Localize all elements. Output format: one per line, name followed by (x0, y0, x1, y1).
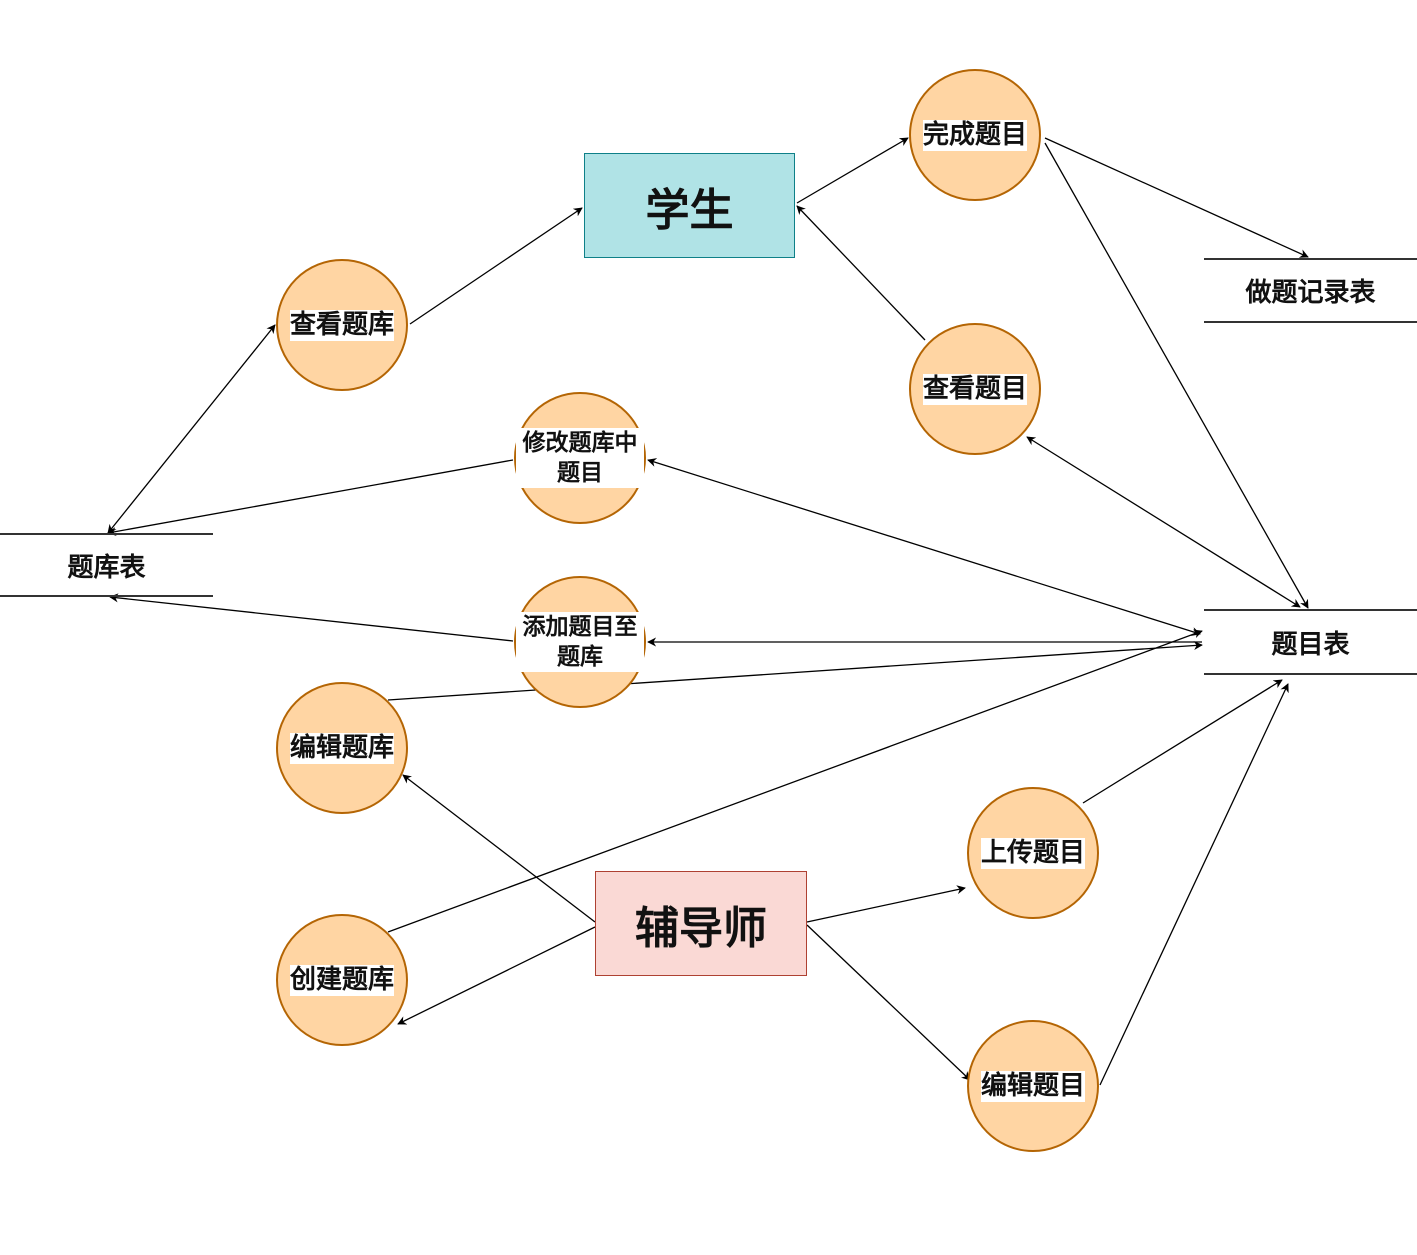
process-edit-bank: 编辑题库 (276, 682, 408, 814)
process-label: 完成题目 (922, 119, 1027, 151)
process-label: 上传题目 (980, 837, 1085, 869)
process-label: 添加题目至题库 (516, 612, 644, 672)
flow-complete-to-record (1044, 137, 1309, 258)
process-upload-question: 上传题目 (967, 787, 1099, 919)
flow-modify-to-bank-table (107, 459, 514, 536)
process-view-question: 查看题目 (909, 323, 1041, 455)
flow-create-bank-to-question-table (387, 629, 1203, 933)
store-question-table: 题目表 (1204, 609, 1417, 675)
flow-tutor-to-create-bank (397, 926, 596, 1025)
process-label: 创建题库 (289, 964, 394, 996)
flow-student-to-complete (796, 137, 909, 204)
flow-edit-bank-to-question-table (387, 641, 1203, 701)
process-add-question: 添加题目至题库 (514, 576, 646, 708)
process-complete-question: 完成题目 (909, 69, 1041, 201)
store-record-table: 做题记录表 (1204, 258, 1417, 323)
process-view-bank: 查看题库 (276, 259, 408, 391)
flow-bank-table-view-bank (107, 324, 276, 534)
flow-tutor-to-upload (806, 885, 966, 923)
tutor-entity: 辅导师 (595, 871, 807, 976)
flow-edit-question-to-question-table (1099, 683, 1289, 1086)
process-label: 编辑题目 (980, 1070, 1085, 1102)
process-modify-question: 修改题库中题目 (514, 392, 646, 524)
process-label: 修改题库中题目 (516, 428, 644, 488)
flow-tutor-to-edit-question (806, 924, 971, 1081)
flow-add-to-bank-table (109, 593, 514, 642)
flow-upload-to-question-table (1082, 679, 1283, 804)
flow-question-table-modify (647, 458, 1201, 636)
store-bank-table: 题库表 (0, 533, 213, 597)
process-edit-question: 编辑题目 (967, 1020, 1099, 1152)
flow-view-question-to-student (796, 205, 926, 341)
process-label: 编辑题库 (289, 732, 394, 764)
flow-view-bank-to-student (409, 207, 583, 325)
process-label: 查看题目 (922, 373, 1027, 405)
student-entity: 学生 (584, 153, 795, 258)
process-label: 查看题库 (289, 309, 394, 341)
process-create-bank: 创建题库 (276, 914, 408, 1046)
flow-tutor-to-edit-bank (402, 774, 596, 923)
flow-complete-to-question-table (1044, 142, 1309, 609)
